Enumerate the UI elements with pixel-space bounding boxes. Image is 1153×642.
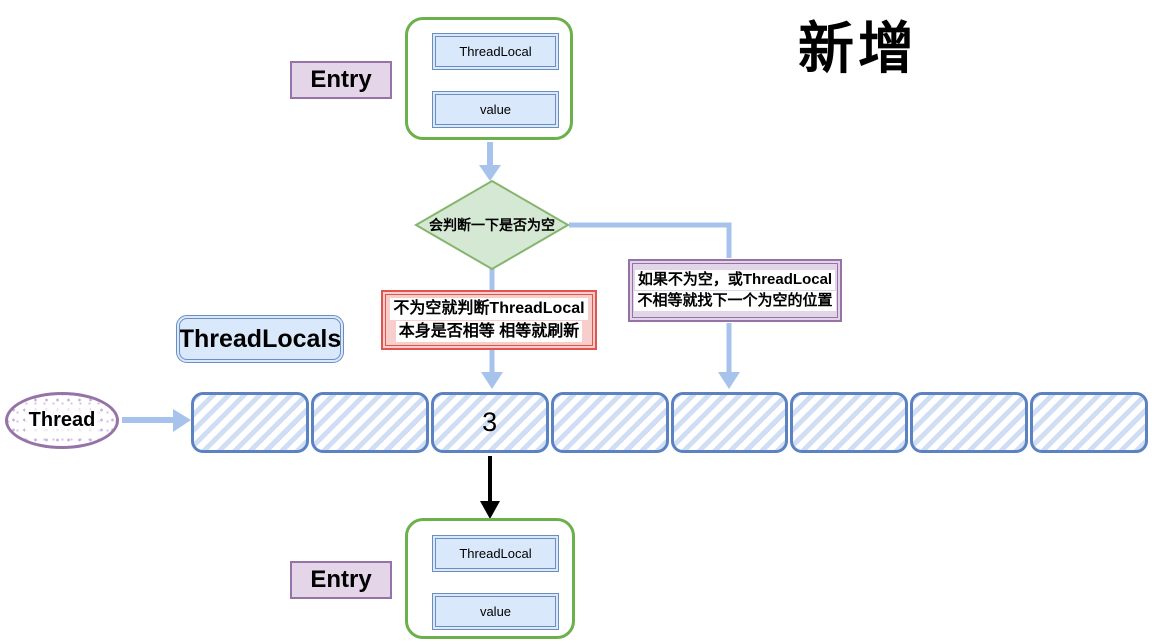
line-diamond-to-purple-note [569,222,732,258]
value-field: value [432,91,559,128]
array-cell [1030,392,1148,453]
arrowhead-right-icon [173,409,191,432]
purple-note-line2: 不相等就找下一个为空的位置 [634,291,836,311]
thread-oval: Thread [5,392,119,449]
arrowhead-down-icon [479,165,501,181]
threadlocals-badge: ThreadLocals [176,315,344,363]
decision-label: 会判断一下是否为空 [429,217,555,233]
array-cell [670,392,789,453]
entry-label-bottom: Entry [290,561,392,599]
purple-note: 如果不为空，或ThreadLocal 不相等就找下一个为空的位置 [628,259,842,322]
entry-group-bottom: ThreadLocal value [405,518,575,639]
threadlocal-field: ThreadLocal [432,535,559,572]
value-field: value [432,593,559,630]
purple-note-line1: 如果不为空，或ThreadLocal [634,270,836,290]
array-cell [910,392,1029,453]
red-note-line1: 不为空就判断ThreadLocal [390,298,588,320]
entry-group-top: ThreadLocal value [405,17,573,140]
page-title: 新增 [798,17,918,80]
array-cell [790,392,909,453]
thread-label: Thread [24,409,100,432]
array-cell [310,392,429,453]
arrowhead-down-icon [718,372,740,389]
array-cell [550,392,669,453]
red-note-line2: 本身是否相等 相等就刷新 [395,320,583,342]
arrowhead-down-icon [480,501,500,519]
arrowhead-down-icon [481,372,503,389]
red-note: 不为空就判断ThreadLocal 本身是否相等 相等就刷新 [381,290,597,350]
threadlocal-array: 3 [191,392,1148,453]
entry-label-top: Entry [290,61,392,99]
threadlocal-field: ThreadLocal [432,33,559,70]
array-cell-filled: 3 [430,392,549,453]
array-cell [191,392,309,453]
